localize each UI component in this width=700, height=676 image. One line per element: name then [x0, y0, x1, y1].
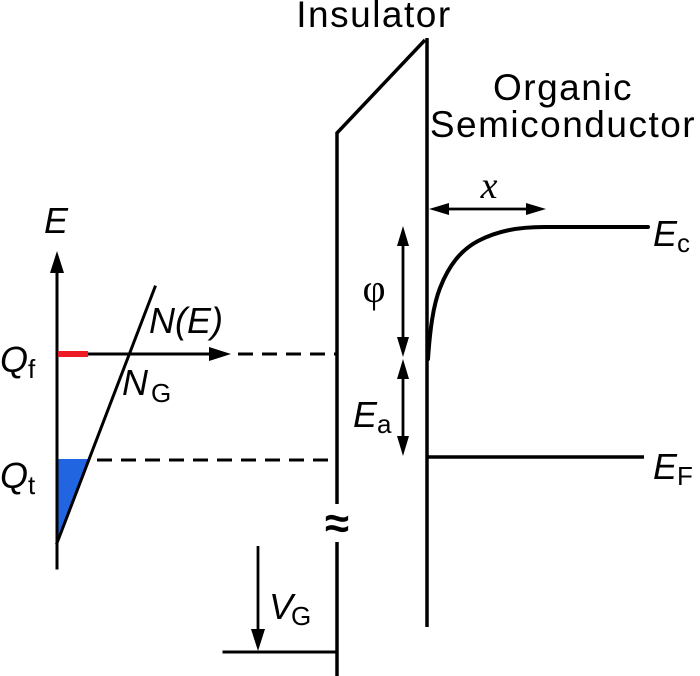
conduction-band-label: E: [653, 213, 678, 254]
surface-potential-arrowhead-bottom: [397, 337, 409, 357]
free-charge-subscript: f: [28, 354, 36, 384]
activation-energy-arrowhead-top: [397, 359, 409, 379]
activation-energy-arrowhead-bottom: [397, 436, 409, 456]
energy-axis-arrowhead: [50, 251, 64, 273]
fermi-level-subscript: F: [677, 461, 693, 491]
activation-energy-subscript: a: [377, 409, 392, 439]
depth-arrowhead-right: [526, 203, 546, 215]
surface-potential-label: φ: [362, 266, 385, 311]
depth-axis-label: x: [480, 165, 498, 207]
gate-voltage-arrowhead: [251, 629, 265, 651]
activation-energy-label: E: [353, 394, 378, 435]
wire-break-mask: [316, 504, 358, 542]
insulator-left-edge: [335, 38, 427, 676]
organic-semiconductor-label-line1: Organic: [493, 67, 633, 108]
insulator-label: Insulator: [296, 0, 451, 35]
dos-curve-label: N(E): [149, 300, 223, 341]
trapped-charge-subscript: t: [28, 470, 36, 500]
gaussian-dos-subscript: G: [151, 378, 171, 408]
gate-voltage-label: V: [269, 586, 296, 627]
surface-potential-arrowhead-top: [397, 226, 409, 246]
free-charge-label: Q: [0, 339, 28, 380]
gaussian-dos-label: N: [122, 362, 149, 403]
conduction-band-subscript: c: [677, 228, 690, 258]
dos-diagonal-line: [55, 285, 157, 545]
wire-break-symbol: ≈: [325, 499, 349, 548]
depth-arrowhead-left: [429, 203, 449, 215]
conduction-band-curve: [426, 225, 650, 361]
trapped-charge-label: Q: [0, 455, 28, 496]
dos-axis-arrowhead: [209, 347, 231, 361]
fermi-level-label: E: [653, 446, 678, 487]
organic-semiconductor-label-line2: Semiconductor: [430, 104, 696, 145]
energy-axis-label: E: [44, 200, 69, 241]
gate-voltage-subscript: G: [291, 601, 311, 631]
